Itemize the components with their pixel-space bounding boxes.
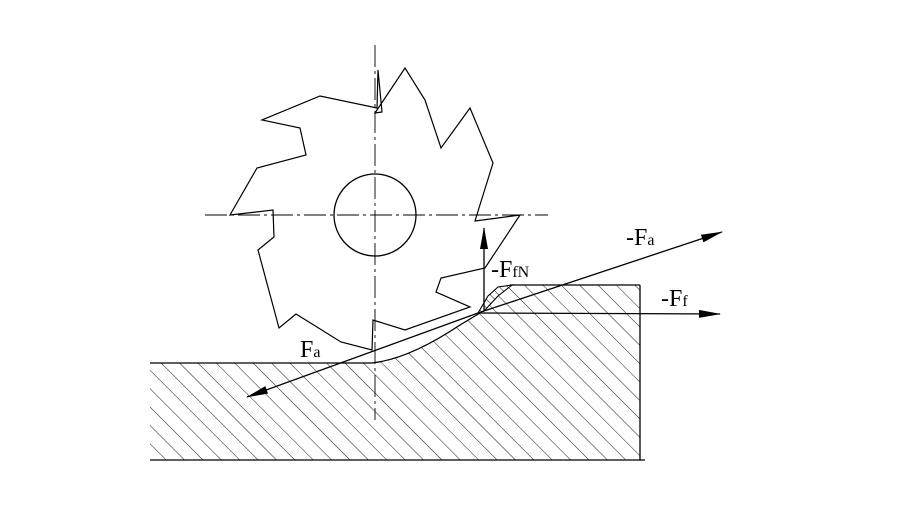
milling-cutter	[228, 66, 522, 351]
workpiece	[150, 285, 640, 460]
machined-surface-curve	[371, 312, 481, 364]
label-minus-fa: -Fa	[626, 225, 654, 251]
label-minus-ffn: -FfN	[491, 257, 530, 283]
force-line-fa-reverse	[246, 312, 479, 398]
force-line-ff	[479, 309, 721, 318]
force-line-fa	[477, 231, 723, 314]
label-fa: Fa	[300, 337, 320, 363]
label-minus-ff: -Ff	[661, 286, 688, 312]
cutter-hub	[333, 173, 417, 257]
